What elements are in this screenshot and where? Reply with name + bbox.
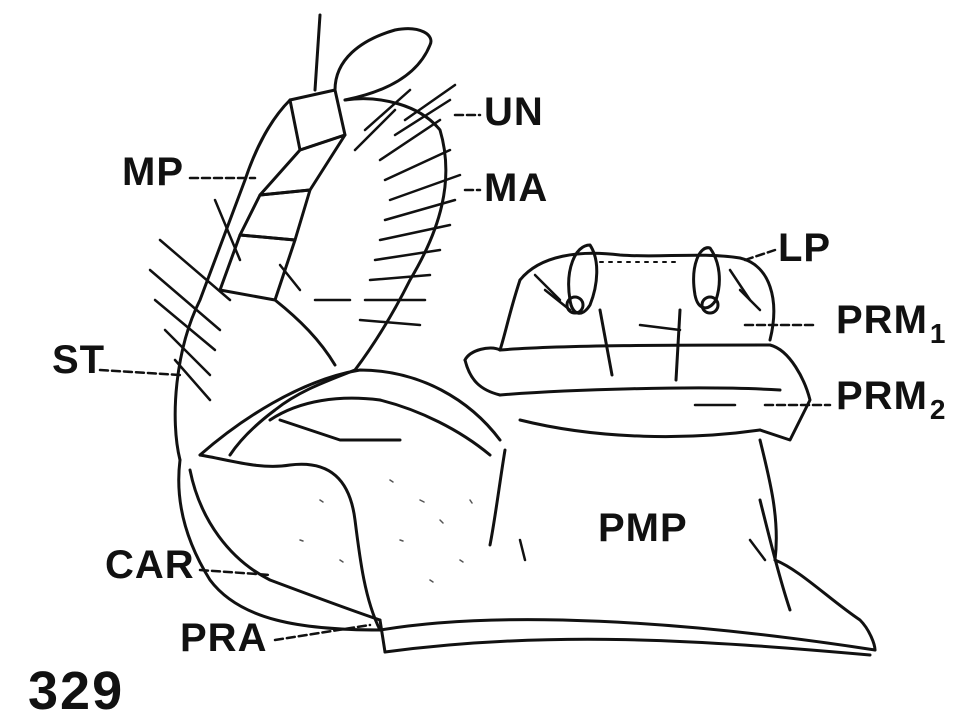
figure-number: 329 bbox=[28, 664, 124, 718]
label-pmp: PMP bbox=[598, 508, 688, 548]
label-prm1-subscript: 1 bbox=[930, 318, 947, 349]
maxilla bbox=[150, 15, 500, 630]
label-ma: MA bbox=[484, 168, 548, 208]
label-prm1: PRM1 bbox=[836, 300, 946, 340]
labium bbox=[380, 245, 875, 655]
label-lp: LP bbox=[778, 228, 831, 268]
leader-lines bbox=[100, 115, 830, 640]
label-prm2-text: PRM bbox=[836, 374, 928, 418]
label-prm1-text: PRM bbox=[836, 298, 928, 342]
label-prm2: PRM2 bbox=[836, 376, 946, 416]
label-mp: MP bbox=[122, 152, 184, 192]
label-st: ST bbox=[52, 340, 105, 380]
label-prm2-subscript: 2 bbox=[930, 394, 947, 425]
label-pra: PRA bbox=[180, 618, 267, 658]
label-un: UN bbox=[484, 92, 544, 132]
label-car: CAR bbox=[105, 545, 195, 585]
